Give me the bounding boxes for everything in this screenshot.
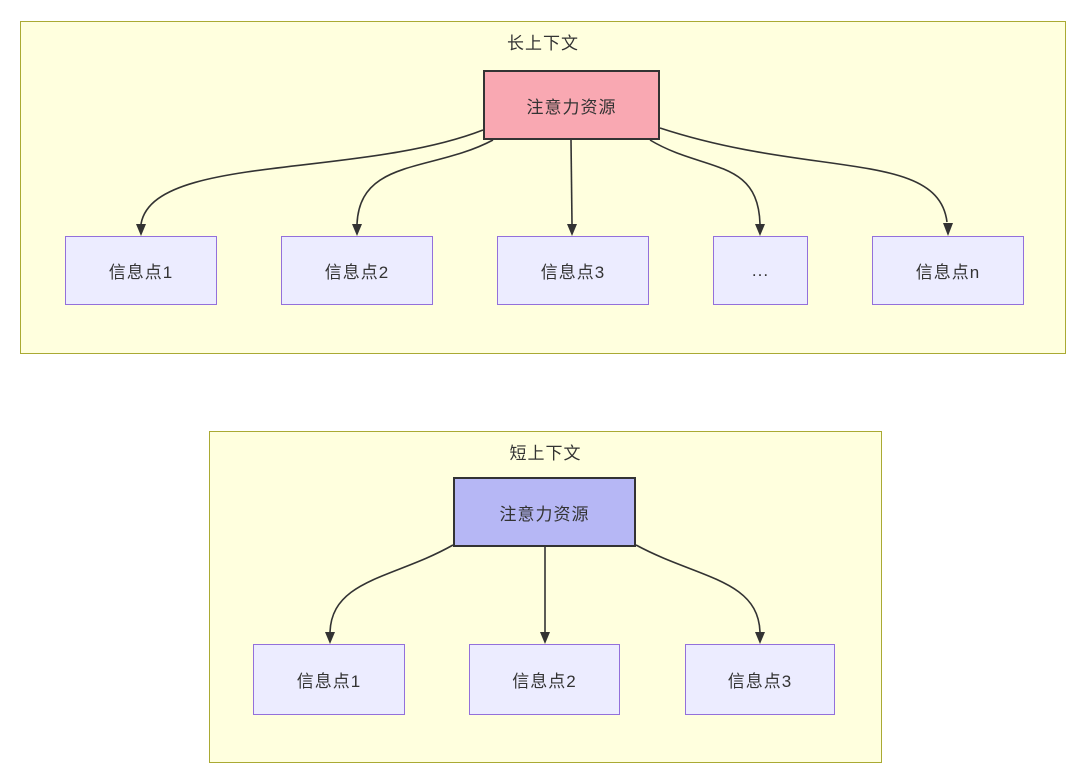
cluster-short-context-title: 短上下文 [509, 444, 582, 463]
cluster-long-context-title: 长上下文 [507, 34, 579, 53]
node-long-info-2: 信息点2 [281, 236, 433, 305]
node-long-info-3: 信息点3 [497, 236, 649, 305]
node-short-info-2: 信息点2 [469, 644, 620, 715]
node-long-info-n: 信息点n [872, 236, 1024, 305]
node-long-info-1: 信息点1 [65, 236, 217, 305]
node-attention-long: 注意力资源 [483, 70, 660, 140]
node-long-info-ellipsis: ... [713, 236, 808, 305]
node-attention-short: 注意力资源 [453, 477, 636, 547]
node-short-info-1: 信息点1 [253, 644, 405, 715]
node-short-info-3: 信息点3 [685, 644, 835, 715]
